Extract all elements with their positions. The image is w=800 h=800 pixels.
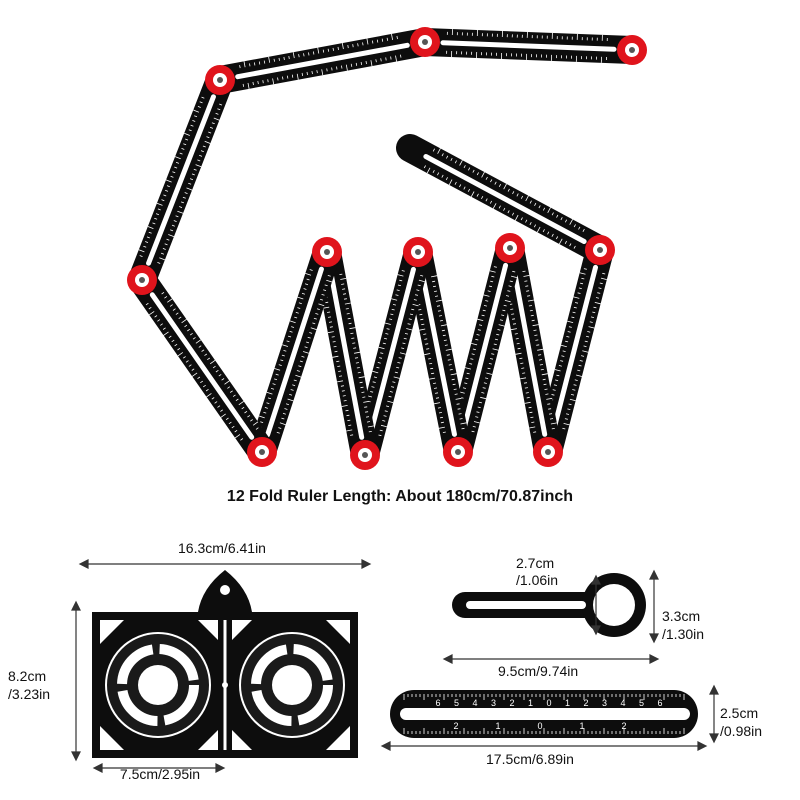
bar-bottom-number: 0 — [537, 721, 542, 731]
ruler-arm — [128, 66, 234, 294]
ruler-arm — [496, 234, 562, 466]
folding-ruler — [128, 28, 646, 469]
bar-top-number: 6 — [435, 698, 440, 708]
key-slot — [466, 601, 586, 609]
ruler-joint — [312, 237, 342, 267]
ruler-joint — [410, 27, 440, 57]
bar-bottom-scale: 2 1 0 1 2 — [453, 721, 626, 731]
bar-bottom-number: 2 — [621, 721, 626, 731]
ruler-length-headline: 12 Fold Ruler Length: About 180cm/70.87i… — [226, 488, 574, 505]
ruler-joints — [127, 27, 647, 470]
bar-top-number: 2 — [583, 698, 588, 708]
ruler-joint — [443, 437, 473, 467]
key-dimensions — [442, 569, 660, 664]
bar-dimensions — [380, 684, 719, 751]
bar-top-number: 2 — [509, 698, 514, 708]
key-width-cm-label: 2.7cm — [516, 555, 554, 571]
ruler-joint — [247, 437, 277, 467]
template-right-circle — [239, 632, 345, 738]
ruler-joint — [495, 233, 525, 263]
ruler-joint — [585, 235, 615, 265]
bar-slot — [400, 708, 690, 720]
template-center-dot — [222, 682, 228, 688]
bar-top-number: 4 — [472, 698, 477, 708]
bar-bottom-number: 1 — [579, 721, 584, 731]
ruler-arm — [444, 234, 524, 466]
key-tool — [452, 573, 646, 637]
bar-top-scale: 6 5 4 3 2 1 0 1 2 3 4 5 6 — [435, 698, 662, 708]
bar-top-number: 1 — [528, 698, 533, 708]
template-hang-hole — [220, 585, 230, 595]
bar-top-number: 6 — [657, 698, 662, 708]
straight-bar: 6 5 4 3 2 1 0 1 2 3 4 5 6 2 1 0 1 2 — [390, 690, 698, 738]
ruler-arm — [396, 134, 614, 264]
template-height-in-label: /3.23in — [8, 686, 50, 702]
bar-height-in-label: /0.98in — [720, 723, 762, 739]
ruler-joint — [205, 65, 235, 95]
bar-height-cm-label: 2.5cm — [720, 705, 758, 721]
ruler-arm — [128, 266, 276, 466]
bar-top-number: 5 — [454, 698, 459, 708]
bar-top-number: 3 — [602, 698, 607, 708]
template-height-cm-label: 8.2cm — [8, 668, 46, 684]
bar-top-number: 0 — [546, 698, 551, 708]
template-dimensions — [71, 559, 372, 773]
template-width-label: 16.3cm/6.41in — [178, 540, 266, 556]
ruler-arm — [411, 28, 646, 64]
angle-template-plate — [92, 570, 358, 758]
bar-top-number: 4 — [620, 698, 625, 708]
bar-top-number: 3 — [491, 698, 496, 708]
bar-ticks — [403, 694, 685, 734]
key-height-in-label: /1.30in — [662, 626, 704, 642]
ruler-arm — [313, 238, 379, 469]
ruler-arm — [351, 238, 432, 469]
bar-bottom-number: 2 — [453, 721, 458, 731]
bar-top-number: 1 — [565, 698, 570, 708]
bar-bottom-number: 1 — [495, 721, 500, 731]
ruler-arm — [404, 238, 472, 466]
key-length-label: 9.5cm/9.74in — [498, 663, 578, 679]
key-height-cm-label: 3.3cm — [662, 608, 700, 624]
bar-length-label: 17.5cm/6.89in — [486, 751, 574, 767]
ruler-joint — [403, 237, 433, 267]
ruler-joint — [533, 437, 563, 467]
template-left-circle — [105, 632, 211, 738]
template-corner-triangles — [100, 620, 350, 750]
key-ring-hole — [593, 584, 635, 626]
ruler-arm — [206, 28, 439, 94]
key-width-in-label: /1.06in — [516, 572, 558, 588]
bar-top-number: 5 — [639, 698, 644, 708]
ruler-joint — [350, 440, 380, 470]
ruler-joint — [617, 35, 647, 65]
ruler-joint — [127, 265, 157, 295]
template-circle-label: 7.5cm/2.95in — [120, 766, 200, 782]
ruler-arm — [248, 238, 341, 466]
